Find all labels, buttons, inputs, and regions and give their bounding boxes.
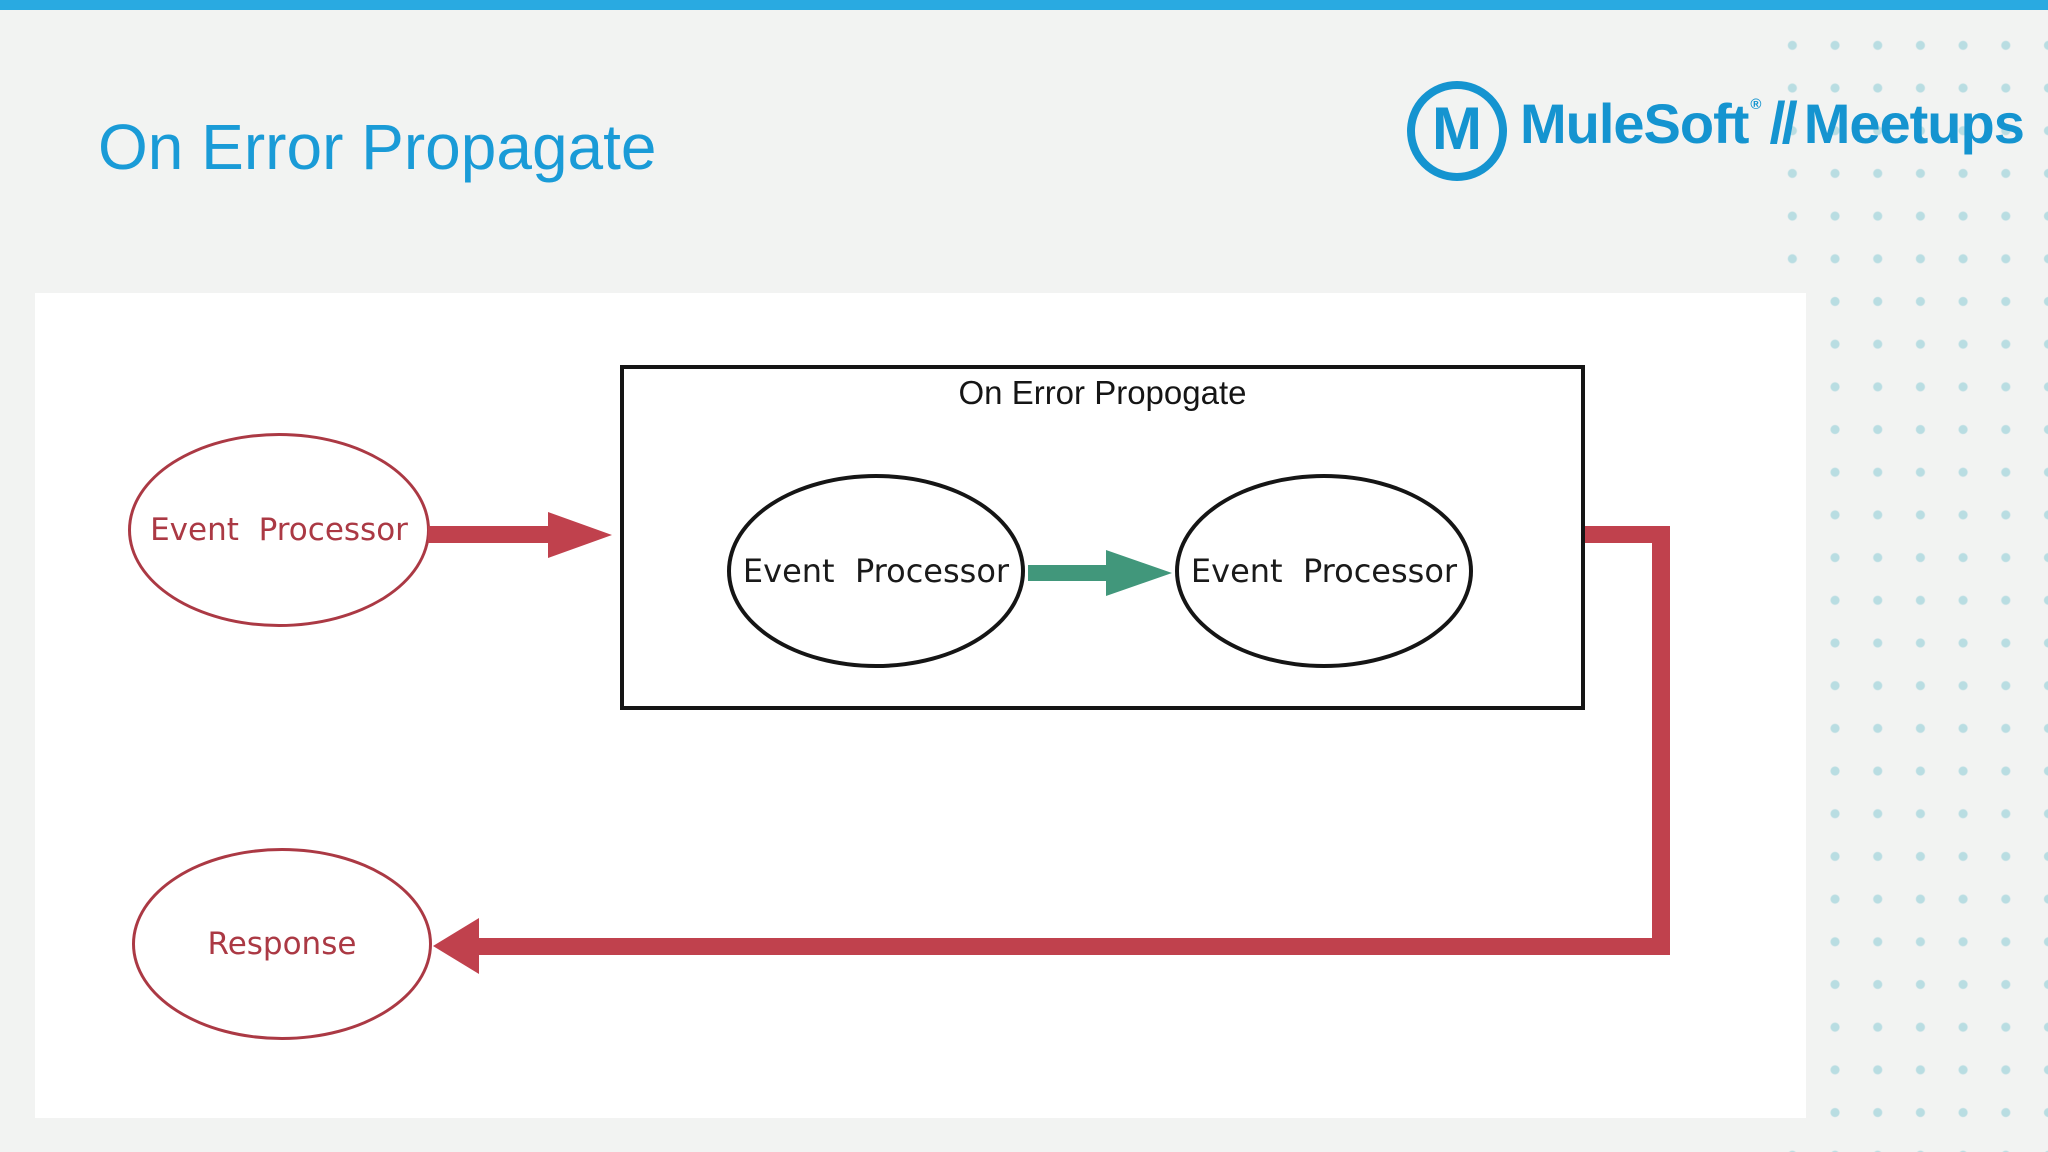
scope-event-processor-node-1: Event Processor	[727, 474, 1025, 668]
logo-program-text: Meetups	[1803, 92, 2025, 155]
source-event-processor-node: Event Processor	[128, 433, 430, 627]
return-path-top-segment	[1585, 526, 1670, 543]
top-accent-bar	[0, 0, 2048, 10]
logo-brand-text: MuleSoft	[1520, 92, 1749, 155]
response-node-label: Response	[207, 926, 357, 962]
scope-event-processor-node-2: Event Processor	[1175, 474, 1473, 668]
scope-arrow-head	[1106, 550, 1172, 596]
mulesoft-logo-m-glyph: M	[1432, 95, 1482, 162]
flow-arrow-head	[548, 512, 612, 558]
scope-node-2-label: Event Processor	[1190, 552, 1458, 590]
return-path-bottom-segment	[478, 938, 1670, 955]
mulesoft-logo-icon: M	[1407, 81, 1507, 181]
response-node: Response	[132, 848, 432, 1040]
source-node-label: Event Processor	[150, 512, 408, 548]
logo-separator-slashes: //	[1769, 91, 1797, 156]
logo-wordmark: MuleSoft ® // Meetups	[1520, 90, 2025, 157]
dot-pattern-background	[1782, 10, 2048, 1152]
flow-arrow-shaft	[428, 526, 550, 543]
error-scope-title: On Error Propogate	[958, 374, 1247, 411]
return-path-vertical-segment	[1652, 526, 1670, 955]
scope-node-1-label: Event Processor	[742, 552, 1010, 590]
scope-arrow-shaft	[1028, 565, 1108, 581]
return-path-arrow-head	[433, 918, 479, 974]
slide-title: On Error Propagate	[98, 111, 657, 183]
logo-registered-mark: ®	[1750, 96, 1762, 113]
